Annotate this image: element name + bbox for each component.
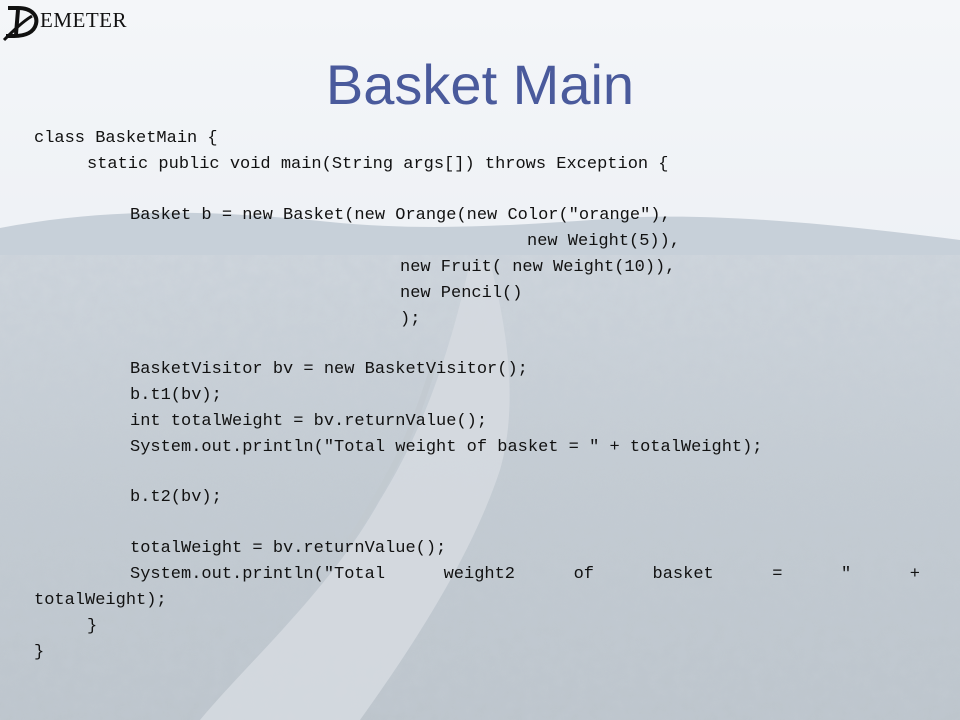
code-word: " (841, 565, 852, 584)
code-line: ); (400, 310, 421, 329)
code-line: Basket b = new Basket(new Orange(new Col… (130, 206, 671, 225)
code-line: class BasketMain { (34, 129, 218, 148)
code-line: new Fruit( new Weight(10)), (400, 258, 676, 277)
code-word: of (573, 565, 594, 584)
slide-title: Basket Main (325, 53, 635, 116)
demeter-logo: EMETER (2, 2, 152, 42)
code-line: } (87, 617, 98, 636)
code-line: System.out.println("Total weight of bask… (130, 438, 763, 457)
code-line: new Weight(5)), (527, 232, 681, 251)
code-word: basket (652, 565, 714, 584)
code-line-justified: System.out.println("Total weight2 of bas… (130, 562, 920, 588)
code-line: BasketVisitor bv = new BasketVisitor(); (130, 360, 528, 379)
code-line: b.t2(bv); (130, 488, 222, 507)
code-line: b.t1(bv); (130, 386, 222, 405)
code-line: } (34, 643, 45, 662)
code-word: + (909, 565, 920, 584)
code-word: System.out.println("Total (130, 565, 386, 584)
code-line: totalWeight); (34, 591, 167, 610)
code-word: = (772, 565, 783, 584)
logo-text: EMETER (40, 8, 127, 32)
code-word: weight2 (443, 565, 516, 584)
code-line: totalWeight = bv.returnValue(); (130, 539, 447, 558)
code-line: new Pencil() (400, 284, 523, 303)
code-line: int totalWeight = bv.returnValue(); (130, 412, 488, 431)
d-mark-icon (2, 6, 39, 42)
code-line: static public void main(String args[]) t… (87, 155, 669, 174)
